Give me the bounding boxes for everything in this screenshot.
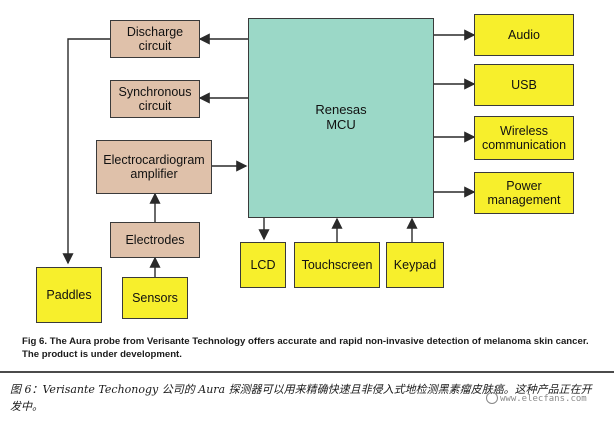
figure-caption-english: Fig 6. The Aura probe from Verisante Tec… — [22, 336, 589, 360]
ecg-amplifier-block: Electrocardiogram amplifier — [96, 140, 212, 194]
sensors-block: Sensors — [122, 277, 188, 319]
paddles-block: Paddles — [36, 267, 102, 323]
diagram-connectors — [62, 29, 476, 277]
caption-divider — [0, 371, 614, 373]
touchscreen-block: Touchscreen — [294, 242, 380, 288]
audio-block: Audio — [474, 14, 574, 56]
electrodes-block: Electrodes — [110, 222, 200, 258]
usb-block: USB — [474, 64, 574, 106]
keypad-block: Keypad — [386, 242, 444, 288]
watermark: www.elecfans.com — [500, 394, 587, 404]
power-management-block: Power management — [474, 172, 574, 214]
figure-caption-chinese: 图 6：Verisante Techonogy 公司的 Aura 探测器可以用来… — [10, 383, 592, 414]
discharge-circuit-block: Discharge circuit — [110, 20, 200, 58]
lcd-block: LCD — [240, 242, 286, 288]
renesas-mcu-block: Renesas MCU — [248, 18, 434, 218]
watermark-logo-icon — [486, 392, 498, 404]
synchronous-circuit-block: Synchronous circuit — [110, 80, 200, 118]
arrow-discharge-to-paddles — [62, 38, 110, 265]
wireless-communication-block: Wireless communication — [474, 116, 574, 160]
